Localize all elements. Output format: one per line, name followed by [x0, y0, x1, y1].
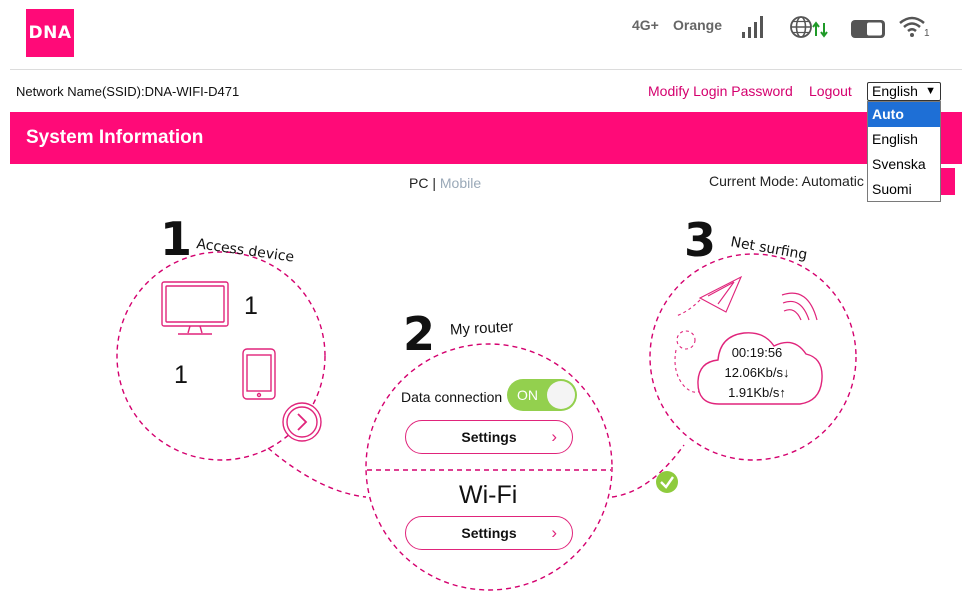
language-select[interactable]: English ▼	[867, 82, 941, 101]
view-switch: PC | Mobile	[409, 175, 481, 191]
battery-icon	[851, 20, 885, 38]
router-circle	[365, 343, 613, 591]
header-divider	[10, 69, 962, 70]
upload-speed: 1.91Kb/s↑	[712, 385, 802, 400]
toggle-state-label: ON	[517, 387, 538, 403]
my-router-title: My router	[449, 318, 514, 339]
pc-device-count: 1	[244, 292, 258, 320]
access-devices-arrow-button	[282, 402, 322, 442]
mobile-device-count: 1	[174, 361, 188, 389]
language-option[interactable]: English	[872, 131, 918, 147]
dotted-trail	[674, 330, 703, 393]
network-type: 4G+	[632, 17, 659, 33]
language-dropdown-list: Auto English Svenska Suomi	[867, 101, 941, 202]
link-access-router	[267, 447, 367, 498]
wifi-client-count: 1	[924, 28, 930, 39]
net-surfing-circle	[649, 253, 857, 461]
language-option[interactable]: Suomi	[872, 181, 912, 197]
data-connection-toggle[interactable]: ON	[507, 379, 577, 411]
connection-time: 00:19:56	[731, 345, 783, 360]
title-banner: System Information	[10, 112, 962, 164]
data-settings-button[interactable]: Settings ›	[405, 420, 573, 454]
chevron-right-icon: ›	[551, 523, 557, 542]
step-three-number: 3	[684, 213, 717, 267]
logout-link[interactable]: Logout	[809, 83, 852, 99]
paper-plane-icon	[675, 275, 743, 317]
internet-globe-icon	[790, 16, 828, 38]
link-router-internet	[611, 444, 685, 498]
signal-strength-icon	[742, 16, 763, 38]
access-device-circle	[116, 251, 326, 461]
language-option[interactable]: Auto	[868, 102, 940, 127]
data-connection-label: Data connection	[401, 389, 503, 405]
toggle-knob	[547, 381, 575, 409]
pc-view-link[interactable]: PC	[409, 175, 429, 191]
chevron-right-icon: ›	[551, 427, 557, 446]
carrier-name: Orange	[673, 17, 723, 33]
wifi-settings-button[interactable]: Settings ›	[405, 516, 573, 550]
view-separator: |	[432, 175, 436, 191]
page-title: System Information	[26, 127, 204, 148]
upload-speed-value: 1.91Kb/s	[728, 385, 780, 400]
download-speed-value: 12.06Kb/s	[724, 365, 784, 380]
wifi-waves-icon	[781, 292, 818, 321]
language-selected-value: English	[872, 83, 918, 99]
connected-check-icon	[656, 471, 678, 493]
cloud-icon	[697, 332, 823, 405]
dna-logo: DNA	[26, 9, 74, 57]
wifi-status-icon: 1	[899, 16, 930, 39]
ssid-label: Network Name(SSID):DNA-WIFI-D471	[16, 84, 240, 99]
arrow-up-icon: ↑	[779, 385, 786, 400]
current-mode-label: Current Mode: Automatic	[709, 173, 864, 189]
step-one-number: 1	[160, 212, 193, 266]
language-option[interactable]: Svenska	[872, 156, 926, 172]
wifi-settings-label: Settings	[461, 525, 517, 541]
data-settings-label: Settings	[461, 429, 517, 445]
download-speed: 12.06Kb/s↓	[712, 365, 802, 380]
arrow-down-icon: ↓	[783, 365, 790, 380]
monitor-icon	[161, 281, 229, 335]
wifi-section-title: Wi-Fi	[459, 481, 518, 509]
chevron-down-icon: ▼	[925, 85, 936, 97]
step-two-number: 2	[403, 307, 436, 361]
mobile-view-link[interactable]: Mobile	[439, 175, 482, 191]
mobile-phone-icon	[242, 348, 276, 400]
access-device-title: Access device	[195, 236, 295, 266]
modify-password-link[interactable]: Modify Login Password	[648, 83, 793, 99]
net-surfing-title: Net surfing	[729, 234, 808, 263]
